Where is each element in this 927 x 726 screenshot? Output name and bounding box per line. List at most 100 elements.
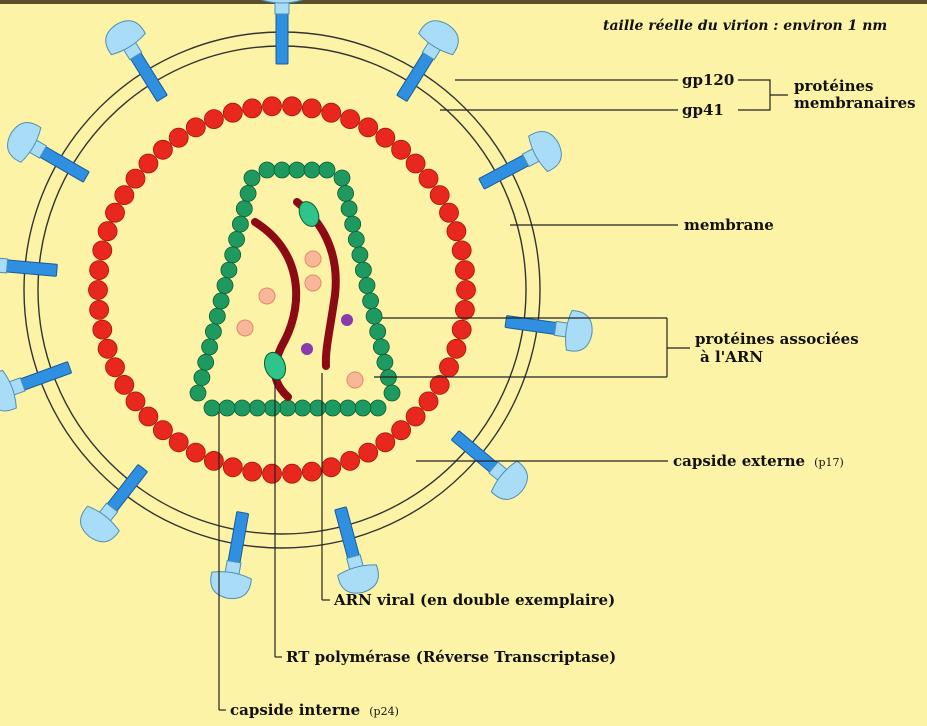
outer-capsid-bead (302, 462, 321, 481)
outer-capsid-beads (89, 97, 476, 483)
protein-purple (301, 343, 313, 355)
glycoprotein (385, 14, 465, 109)
outer-capsid-bead (359, 443, 378, 462)
inner-capsid-bead (340, 400, 356, 416)
outer-capsid-bead (322, 458, 341, 477)
label-membrane: membrane (684, 216, 774, 234)
inner-capsid-bead (204, 400, 220, 416)
rt-enzyme-bottom (261, 349, 289, 382)
outer-capsid-bead (223, 458, 242, 477)
outer-capsid-bead (440, 203, 459, 222)
outer-capsid-bead (204, 451, 223, 470)
outer-capsid-bead (186, 118, 205, 137)
inner-capsid-bead (213, 293, 229, 309)
outer-capsid-bead (115, 375, 134, 394)
inner-capsid-bead (249, 400, 265, 416)
outer-capsid-bead (406, 407, 425, 426)
protein-orange (305, 275, 321, 291)
inner-capsid-bead (370, 324, 386, 340)
outer-capsid-bead (283, 97, 302, 116)
inner-capsid-bead (377, 354, 393, 370)
outer-capsid-bead (263, 97, 282, 116)
rna-associated-proteins (237, 251, 363, 388)
outer-capsid-bead (341, 451, 360, 470)
outer-capsid-bead (447, 222, 466, 241)
inner-capsid-bead (236, 201, 252, 217)
outer-capsid-bead (406, 154, 425, 173)
inner-capsid-bead (274, 162, 290, 178)
outer-capsid-bead (283, 464, 302, 483)
outer-capsid-bead (341, 110, 360, 129)
inner-capsid-bead (366, 308, 382, 324)
glycoprotein (503, 301, 595, 353)
outer-capsid-bead (139, 154, 158, 173)
gp41-rod (19, 362, 72, 391)
gp120-knob (563, 310, 594, 354)
inner-capsid-note: (p24) (369, 705, 399, 718)
inner-capsid-bead (202, 339, 218, 355)
inner-capsid-bead (289, 162, 305, 178)
outer-capsid-bead (204, 110, 223, 129)
inner-capsid-bead (348, 231, 364, 247)
outer-capsid-bead (376, 433, 395, 452)
inner-capsid-bead (209, 308, 225, 324)
protein-orange (347, 372, 363, 388)
outer-capsid-bead (223, 103, 242, 122)
outer-capsid-bead (98, 222, 117, 241)
gp41-rod (397, 51, 435, 101)
inner-capsid-bead (205, 324, 221, 340)
inner-capsid-bead (338, 185, 354, 201)
label-rt: RT polymérase (Réverse Transcriptase) (286, 648, 616, 666)
inner-capsid-bead (229, 231, 245, 247)
outer-capsid-bead (93, 241, 112, 260)
glycoprotein (0, 243, 59, 291)
gp120-stem (0, 258, 8, 273)
inner-capsid-bead (363, 293, 379, 309)
inner-capsid-bead (352, 247, 368, 263)
glycoprotein (321, 503, 382, 597)
gp120-knob (208, 569, 252, 602)
inner-capsid-bead (319, 162, 335, 178)
outer-capsid-bead (455, 261, 474, 280)
outer-capsid-bead (457, 281, 476, 300)
outer-capsid-bead (243, 99, 262, 118)
outer-capsid-bead (455, 300, 474, 319)
label-rna-proteins-2: à l'ARN (700, 348, 763, 366)
size-caption: taille réelle du virion : environ 1 nm (603, 18, 887, 34)
outer-capsid-bead (419, 392, 438, 411)
inner-capsid-bead (240, 185, 256, 201)
inner-capsid-bead (355, 400, 371, 416)
inner-capsid-bead (264, 400, 280, 416)
inner-capsid-bead (334, 170, 350, 186)
inner-capsid-bead (221, 262, 237, 278)
outer-capsid-bead (106, 358, 125, 377)
outer-capsid-bead (452, 320, 471, 339)
inner-capsid-name: capside interne (230, 701, 360, 719)
gp41-rod (451, 431, 499, 474)
label-membrane-proteins-2: membranaires (794, 94, 916, 112)
outer-capsid-bead (392, 140, 411, 159)
inner-capsid-bead (359, 278, 375, 294)
outer-capsid-bead (90, 261, 109, 280)
gp41-rod (228, 512, 249, 565)
outer-capsid-bead (243, 462, 262, 481)
inner-capsid-bead (370, 400, 386, 416)
outer-capsid-bead (153, 140, 172, 159)
inner-capsid-bead (198, 354, 214, 370)
outer-capsid-bead (89, 281, 108, 300)
gp120-knob (526, 125, 568, 173)
label-membrane-proteins-1: protéines (794, 77, 873, 95)
outer-capsid-bead (98, 339, 117, 358)
inner-capsid-bead (384, 385, 400, 401)
inner-capsid-bead (194, 370, 210, 386)
outer-capsid-bead (153, 421, 172, 440)
outer-capsid-bead (126, 392, 145, 411)
glycoprotein (208, 509, 263, 602)
outer-capsid-bead (376, 128, 395, 147)
outer-capsid-bead (139, 407, 158, 426)
label-viral-rna: ARN viral (en double exemplaire) (333, 591, 615, 609)
outer-capsid-bead (90, 300, 109, 319)
outer-capsid-bead (263, 464, 282, 483)
